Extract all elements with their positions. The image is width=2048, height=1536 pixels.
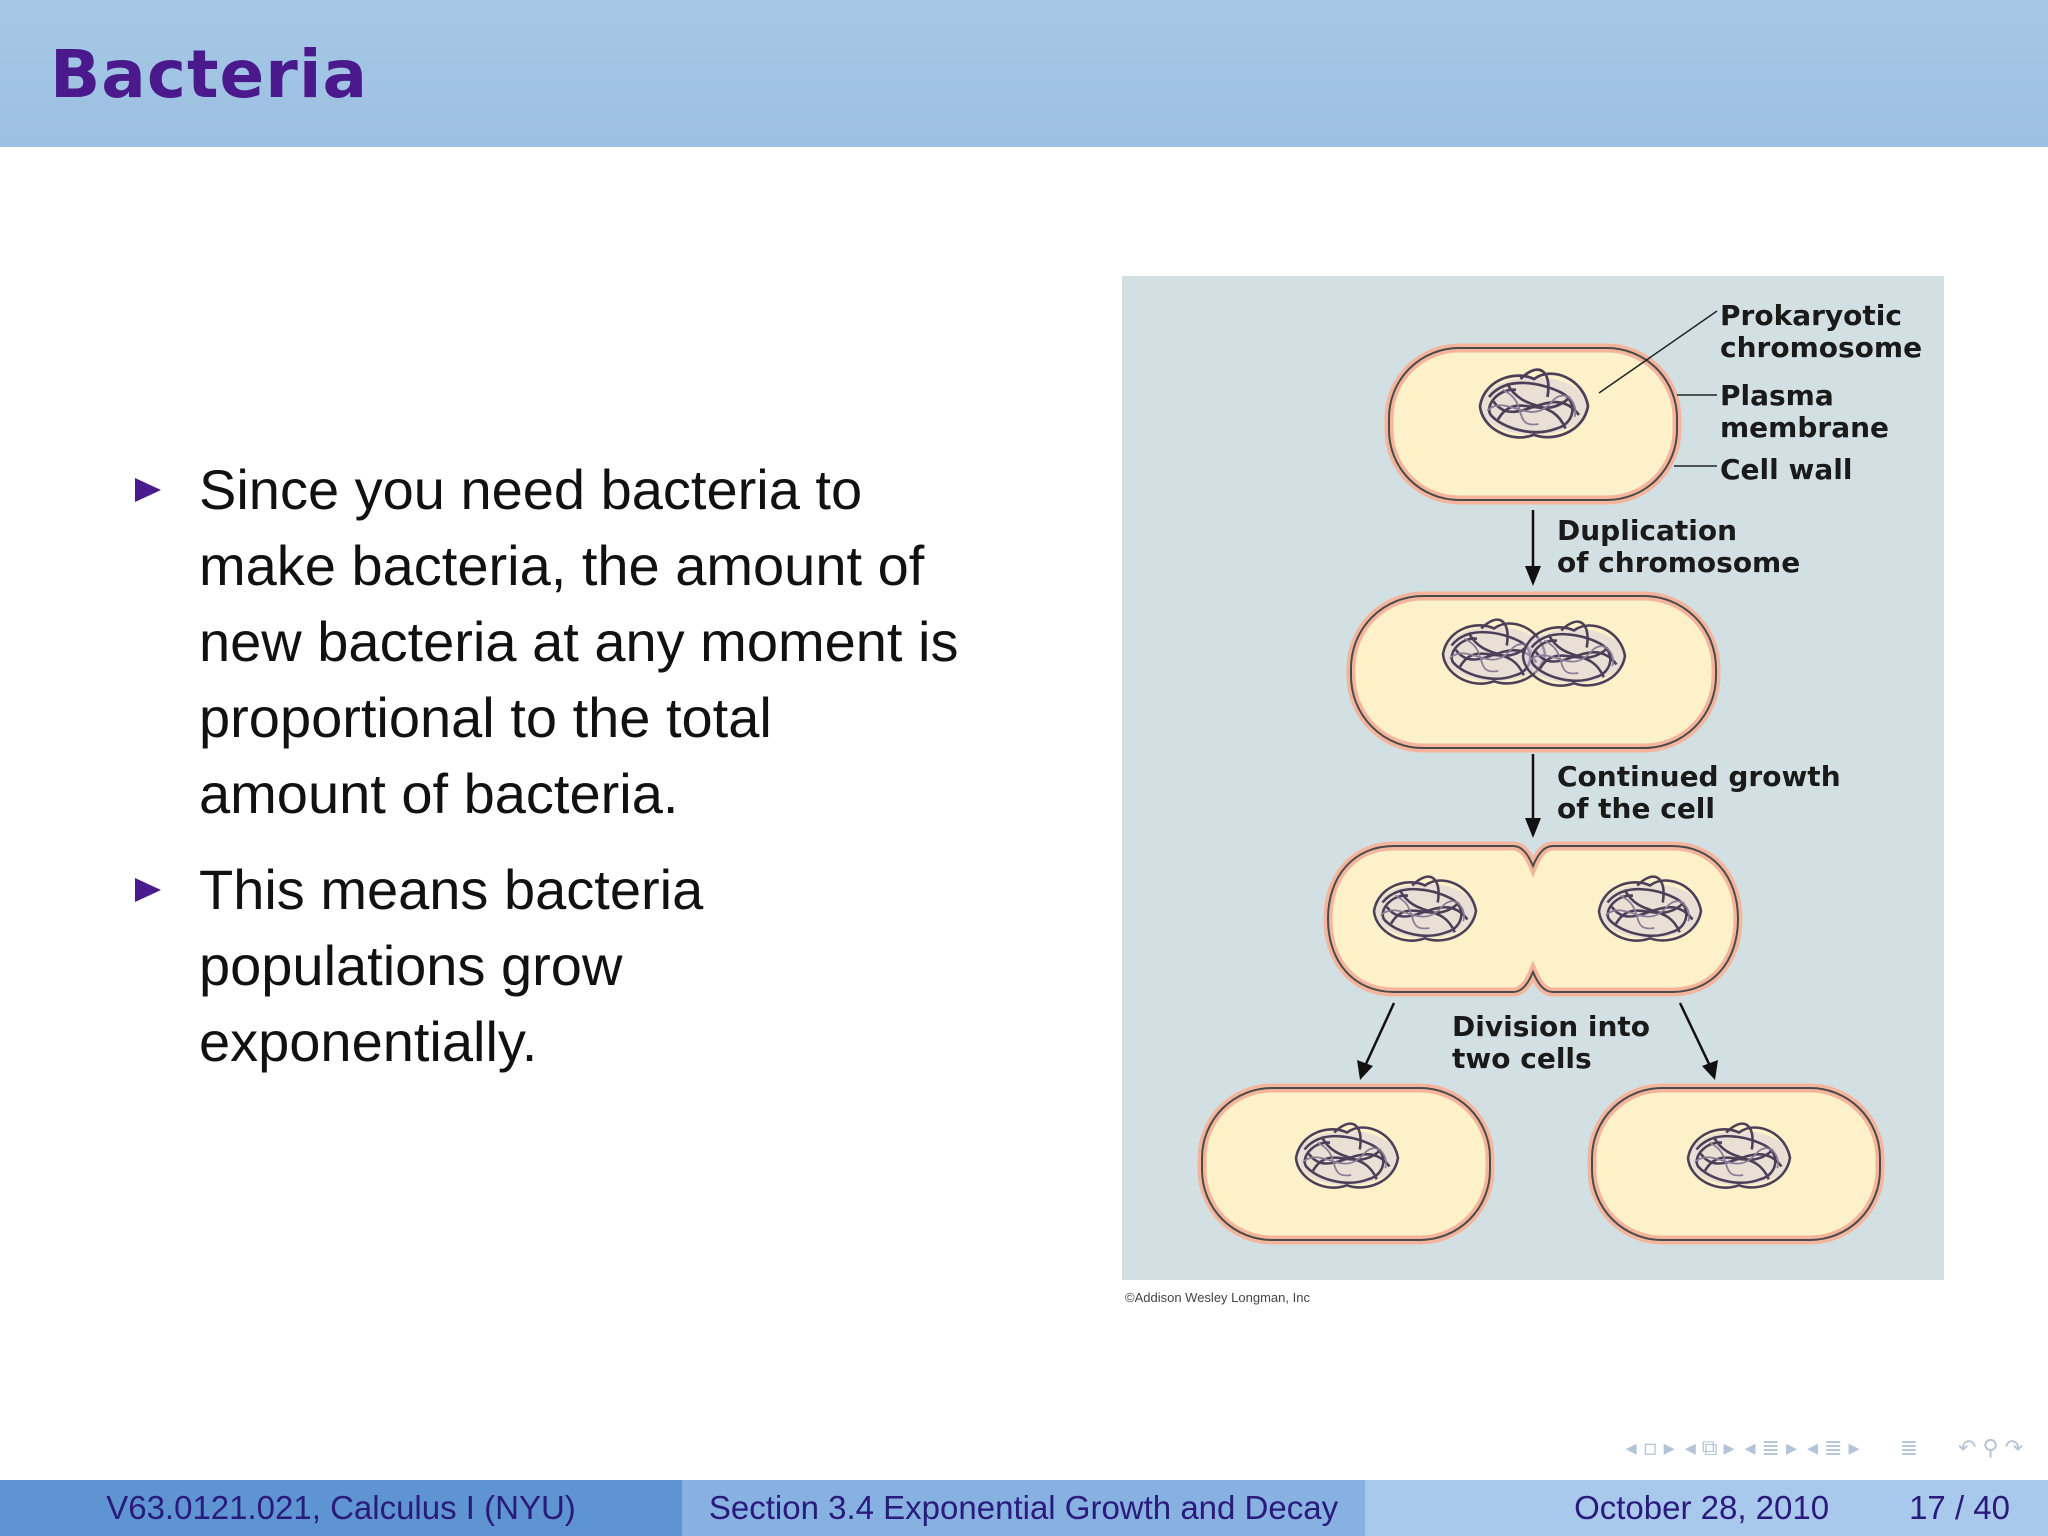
label-plasma: Plasma <box>1720 379 1834 412</box>
bullet-triangle-icon <box>135 478 161 502</box>
label-membrane: membrane <box>1720 411 1889 444</box>
label-chromosome: chromosome <box>1720 331 1922 364</box>
footer-page-number: 17 / 40 <box>1909 1489 2010 1526</box>
bullet-triangle-icon <box>135 878 161 902</box>
bullet-text: Since you need bacteria to make bacteria… <box>199 458 959 825</box>
nav-back-icon[interactable]: ↶ <box>1958 1435 1977 1461</box>
nav-part-icon[interactable]: ≣ <box>1824 1435 1843 1461</box>
nav-next-section-icon[interactable]: ▸ <box>1785 1435 1798 1461</box>
nav-next-subsection-icon[interactable]: ▸ <box>1723 1435 1735 1461</box>
bullet-item: Since you need bacteria to make bacteria… <box>135 452 965 832</box>
bacteria-division-figure: Prokaryotic chromosome Plasma membrane C… <box>1122 276 1944 1280</box>
label-continued-growth: Continued growth <box>1557 760 1841 793</box>
arrow-down-left-icon <box>1357 1060 1373 1080</box>
footer-course-text: V63.0121.021, Calculus I (NYU) <box>106 1489 576 1526</box>
label-prokaryotic: Prokaryotic <box>1720 299 1902 332</box>
nav-section-icon[interactable]: ≣ <box>1761 1435 1780 1461</box>
nav-next-part-icon[interactable]: ▸ <box>1848 1435 1860 1461</box>
footer-section: Section 3.4 Exponential Growth and Decay <box>682 1480 1365 1536</box>
label-cell-wall: Cell wall <box>1720 453 1852 486</box>
nav-document-icon[interactable]: ≣ <box>1899 1435 1918 1461</box>
nav-prev-subsection-icon[interactable]: ◂ <box>1684 1435 1696 1461</box>
footer-bar: V63.0121.021, Calculus I (NYU) Section 3… <box>0 1480 2048 1536</box>
nav-next-frame-icon[interactable]: ▸ <box>1663 1435 1675 1461</box>
nav-search-icon[interactable]: ⚲ <box>1982 1435 1999 1461</box>
label-division-into: Division into <box>1452 1010 1650 1043</box>
title-bar: Bacteria <box>0 0 2048 147</box>
label-duplication: Duplication <box>1557 514 1737 547</box>
label-two-cells: two cells <box>1452 1042 1592 1075</box>
bullet-list: Since you need bacteria to make bacteria… <box>135 452 965 1100</box>
nav-frame-icon[interactable]: ▫ <box>1642 1435 1658 1461</box>
nav-forward-icon[interactable]: ↷ <box>2004 1435 2023 1461</box>
bullet-text: This means bacteria populations grow exp… <box>199 858 704 1073</box>
arrow-down-icon <box>1525 566 1541 586</box>
footer-course: V63.0121.021, Calculus I (NYU) <box>0 1480 682 1536</box>
nav-subsection-icon[interactable]: ⧉ <box>1701 1435 1718 1461</box>
figure-credit: ©Addison Wesley Longman, Inc <box>1125 1290 1310 1305</box>
nav-prev-section-icon[interactable]: ◂ <box>1744 1435 1756 1461</box>
arrow-down-right-icon <box>1702 1060 1718 1080</box>
bullet-item: This means bacteria populations grow exp… <box>135 852 965 1080</box>
label-of-chromosome: of chromosome <box>1557 546 1800 579</box>
slide-title: Bacteria <box>50 36 368 113</box>
nav-prev-frame-icon[interactable]: ◂ <box>1625 1435 1637 1461</box>
footer-date-page: October 28, 2010 17 / 40 <box>1365 1480 2048 1536</box>
footer-date: October 28, 2010 <box>1574 1489 1830 1526</box>
label-of-the-cell: of the cell <box>1557 792 1715 825</box>
nav-prev-part-icon[interactable]: ◂ <box>1807 1435 1819 1461</box>
footer-section-text: Section 3.4 Exponential Growth and Decay <box>708 1489 1339 1526</box>
beamer-navigation: ◂ ▫ ▸ ◂ ⧉ ▸ ◂ ≣ ▸ ◂ ≣ ▸ ≣ ↶ ⚲ ↷ <box>1626 1432 2023 1464</box>
arrow-down-icon <box>1525 818 1541 838</box>
